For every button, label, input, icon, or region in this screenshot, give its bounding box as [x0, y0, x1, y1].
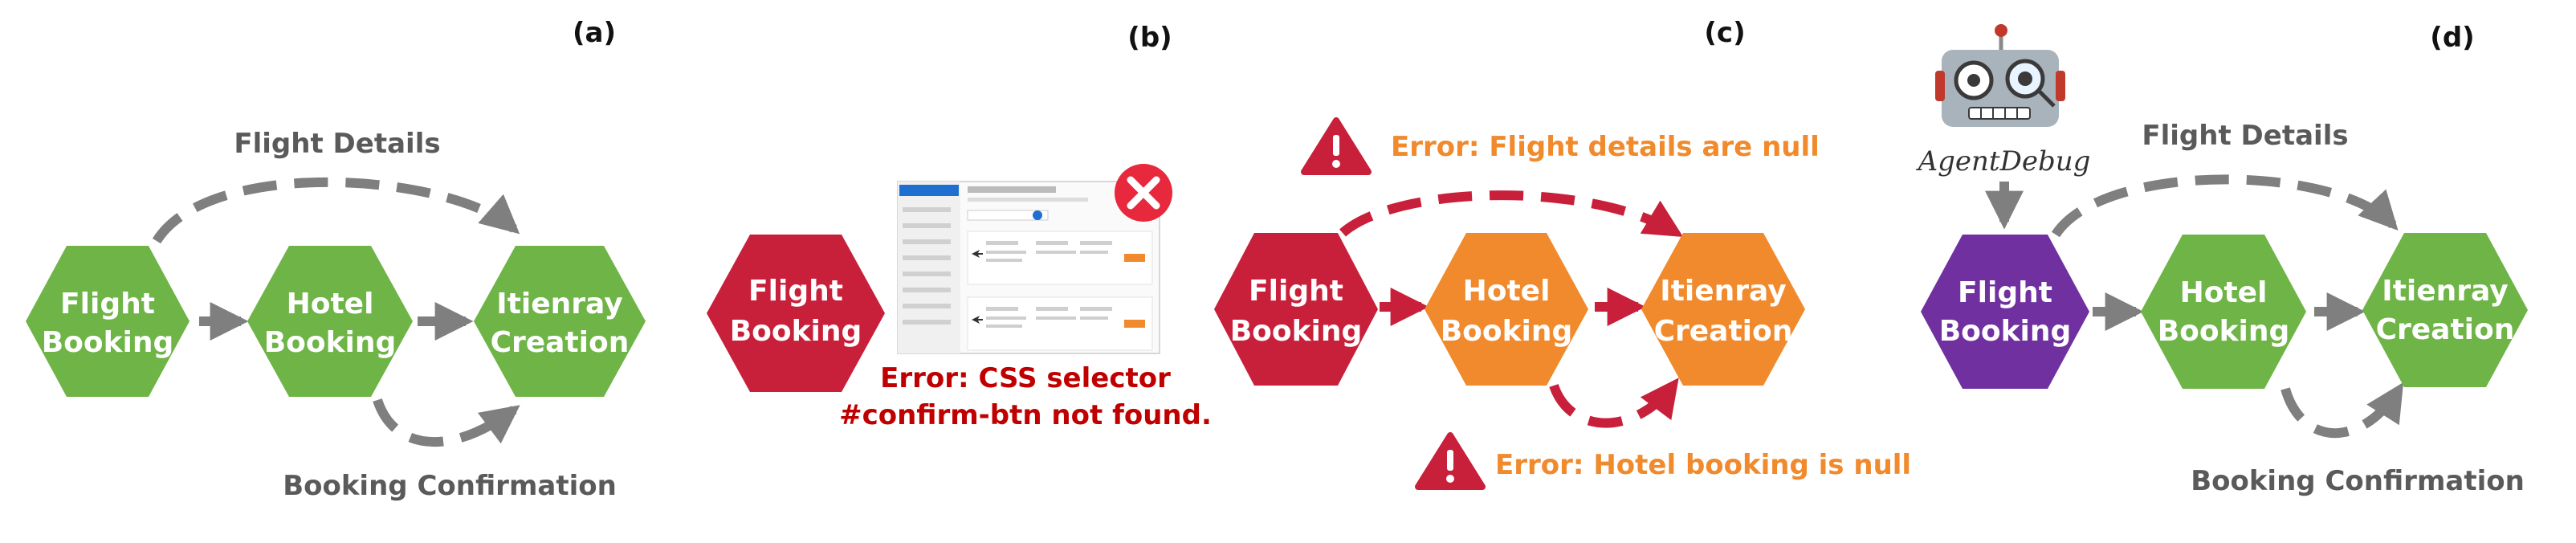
node-flight-booking: Flight Booking	[26, 246, 190, 397]
svg-text:Booking: Booking	[264, 326, 397, 359]
panel-b: (b) Flight Booking	[707, 22, 1212, 431]
edge-label-flight-details-d: Flight Details	[2142, 120, 2348, 152]
node-flight-booking-failed-c: Flight Booking	[1214, 233, 1378, 386]
panel-a-label: (a)	[573, 17, 616, 49]
edge-label-flight-details: Flight Details	[234, 128, 440, 160]
node-flight-booking-failed: Flight Booking	[707, 235, 885, 392]
svg-text:Booking: Booking	[42, 326, 174, 359]
edge-flight-details-arc	[152, 177, 520, 244]
error-hotel-booking-null: Error: Hotel booking is null	[1495, 449, 1911, 481]
svg-text:Booking: Booking	[1939, 315, 2072, 348]
svg-text:Itienray: Itienray	[496, 288, 622, 320]
warning-icon	[1301, 117, 1372, 175]
agentdebug-label: AgentDebug	[1916, 145, 2091, 178]
svg-text:Itienray: Itienray	[1660, 275, 1786, 308]
svg-text:Flight: Flight	[1249, 275, 1343, 308]
svg-text:Flight: Flight	[748, 275, 843, 308]
edge-flight-details-arc-failed	[1339, 190, 1684, 238]
panel-c: (c) Error: Flight details are null Fligh…	[1214, 17, 1911, 490]
svg-text:Booking: Booking	[1230, 315, 1363, 348]
error-flight-details-null: Error: Flight details are null	[1391, 131, 1820, 163]
panel-a: (a) Flight Details Booking Confirmation …	[26, 17, 646, 502]
edge-flight-details-arc-d	[2051, 174, 2399, 238]
edge-booking-confirmation-arc	[373, 398, 520, 447]
edge-label-booking-confirmation: Booking Confirmation	[283, 470, 617, 502]
panel-c-label: (c)	[1704, 17, 1745, 49]
node-itinerary-creation-d: Itienray Creation	[2362, 233, 2528, 387]
error-css-selector-line1: Error: CSS selector	[880, 362, 1171, 394]
svg-text:Flight: Flight	[60, 288, 155, 320]
node-flight-booking-debug: Flight Booking	[1921, 235, 2089, 389]
node-hotel-booking-d: Hotel Booking	[2141, 235, 2306, 389]
webpage-thumbnail	[897, 181, 1160, 354]
svg-text:Creation: Creation	[1654, 315, 1793, 348]
node-hotel-booking: Hotel Booking	[247, 246, 413, 397]
panel-b-label: (b)	[1127, 22, 1172, 54]
edge-booking-confirmation-arc-failed	[1549, 378, 1679, 428]
close-icon	[1115, 164, 1172, 222]
svg-text:Itienray: Itienray	[2382, 275, 2508, 308]
svg-text:Creation: Creation	[491, 326, 630, 359]
svg-text:Booking: Booking	[1441, 315, 1573, 348]
panel-d-label: (d)	[2430, 22, 2474, 54]
edge-label-booking-confirmation-d: Booking Confirmation	[2191, 465, 2525, 497]
node-hotel-booking-warning: Hotel Booking	[1425, 233, 1588, 386]
node-itinerary-creation-warning: Itienray Creation	[1641, 233, 1805, 386]
error-css-selector-line2: #confirm-btn not found.	[839, 399, 1212, 431]
svg-text:Hotel: Hotel	[287, 288, 374, 320]
panel-d: (d) AgentDebug Flight Details	[1916, 22, 2528, 497]
svg-text:Hotel: Hotel	[2180, 276, 2268, 309]
robot-icon	[1935, 24, 2065, 127]
svg-text:Hotel: Hotel	[1463, 275, 1551, 308]
node-itinerary-creation: Itienray Creation	[474, 246, 646, 397]
svg-text:Booking: Booking	[730, 315, 862, 348]
svg-text:Flight: Flight	[1958, 276, 2052, 309]
warning-icon	[1415, 432, 1486, 490]
svg-text:Booking: Booking	[2158, 315, 2290, 348]
svg-text:Creation: Creation	[2376, 313, 2515, 346]
edge-booking-confirmation-arc-d	[2280, 382, 2404, 439]
